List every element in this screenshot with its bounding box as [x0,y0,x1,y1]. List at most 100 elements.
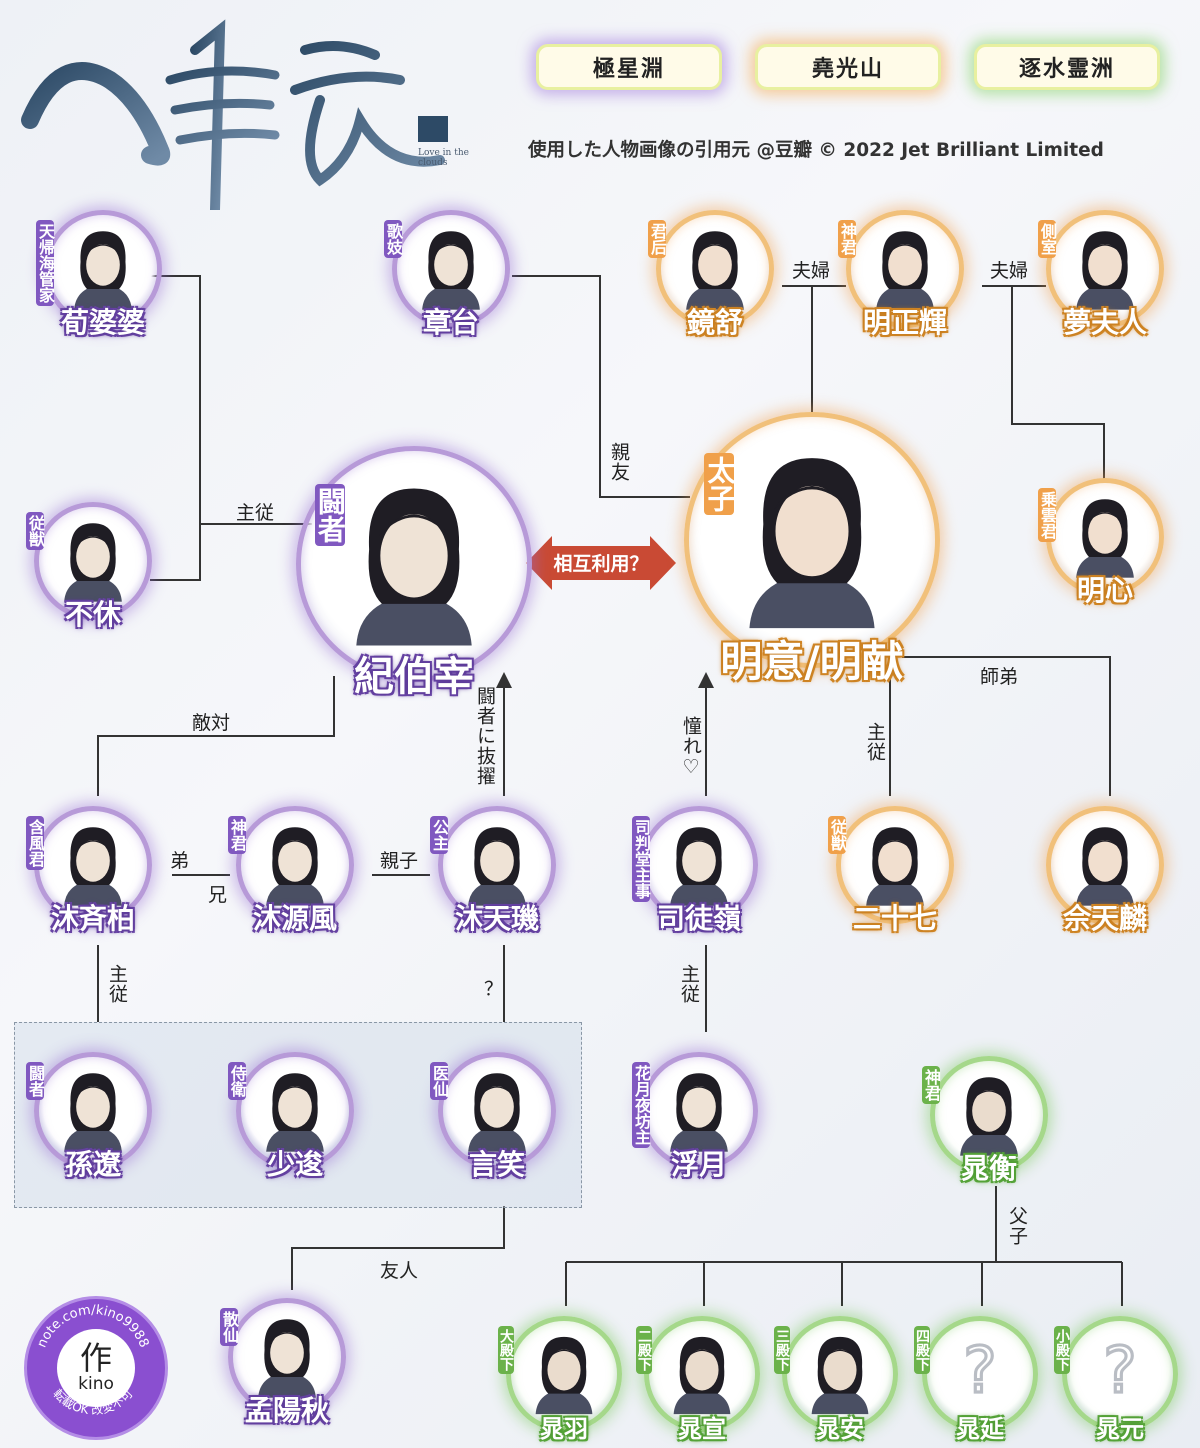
character-muqibai: 沐斉柏含風君 [26,806,152,936]
character-shaojun: 少逡侍衛 [228,1052,354,1182]
character-sunliao: 孫遼闘者 [26,1052,152,1182]
portrait-ring [846,210,964,328]
question-mark-icon: ? [962,1331,999,1408]
portrait-silhouette-icon [673,1336,731,1415]
portrait-ring [640,1052,758,1170]
character-jibozai: 紀伯宰闘者 [296,446,532,700]
character-name: 司徒嶺 [656,902,741,936]
character-title: 散仙 [220,1308,239,1346]
relation-promote: 闘者に抜擢 [474,686,496,786]
portrait-ring [782,1316,898,1432]
portrait-ring [836,806,954,924]
character-title: 医仙 [430,1062,449,1100]
character-name: 章台 [422,306,479,340]
portrait-silhouette-icon [535,1336,593,1415]
logo-subtitle: Love in the clouds [418,148,469,168]
character-title: 側室 [1038,220,1057,258]
relation-qinyou: 親友 [608,442,630,482]
portrait-silhouette-icon [1076,827,1134,906]
character-buxiu: 不休従獣 [26,502,152,632]
portrait-ring [1046,806,1164,924]
portrait-silhouette-icon [960,1077,1018,1156]
character-ershiqi: 二十七従獣 [828,806,954,936]
character-name: 晁安 [816,1415,864,1444]
portrait-silhouette-icon [258,1319,316,1398]
character-name: 晁宣 [678,1415,726,1444]
portrait-silhouette-icon [866,827,924,906]
author-stamp: note.com/kino9988 転載OK 改変不可 作 kino [24,1296,168,1440]
portrait-silhouette-icon [468,827,526,906]
character-title: 太子 [703,452,736,515]
portrait-silhouette-icon [749,458,875,629]
relation-didui: 敵対 [192,712,231,734]
character-name: 少逡 [266,1148,323,1182]
character-name: 明意/明献 [720,637,904,687]
relation-fufu1: 夫婦 [792,260,831,282]
character-name: 浮月 [670,1148,727,1182]
portrait-ring [438,1052,556,1170]
portrait-silhouette-icon [468,1073,526,1152]
relation-qinzi: 親子 [380,850,419,872]
legend-purple: 極星淵 [536,44,722,90]
character-title: 君后 [648,220,667,258]
character-title: 乗雲君 [1038,488,1057,542]
portrait-silhouette-icon [64,827,122,906]
stamp-name: kino [78,1374,114,1394]
character-xun: 荀婆婆天帰海管家 [36,210,162,340]
character-name: 夢夫人 [1062,306,1147,340]
character-name: 晁羽 [540,1415,588,1444]
portrait-silhouette-icon [266,1073,324,1152]
character-yutianlin: 佘天麟 [1046,806,1164,936]
portrait-ring [34,1052,152,1170]
character-title: 二殿下 [636,1326,652,1374]
portrait-silhouette-icon [670,827,728,906]
portrait-ring [236,806,354,924]
character-title: 闘者 [314,483,347,546]
character-fuyue: 浮月花月夜坊主 [632,1052,758,1182]
character-chaoheng: 晁衡神君 [922,1056,1048,1186]
portrait-ring: ? [1062,1316,1178,1432]
character-title: 歌妓 [384,220,403,258]
character-name: 晁衡 [960,1152,1017,1186]
portrait-ring [644,1316,760,1432]
question-mark-icon: ? [1102,1331,1139,1408]
character-name: 孟陽秋 [244,1394,329,1428]
portrait-ring: ? [922,1316,1038,1432]
relation-fuzi: 父子 [1006,1206,1028,1246]
character-name: 不休 [64,598,121,632]
portrait-silhouette-icon [64,1073,122,1152]
character-title: 闘者 [26,1062,45,1100]
portrait-ring [236,1052,354,1170]
double-arrow-icon [526,536,676,590]
svg-text:?: ? [963,1333,996,1407]
character-mingxin: 明心乗雲君 [1038,478,1164,608]
portrait-ring [684,412,940,668]
portrait-ring [34,502,152,620]
character-title: 小殿下 [1054,1326,1070,1374]
character-title: 公主 [430,816,449,854]
character-situling: 司徒嶺司判堂主事 [632,806,758,936]
relation-shidi: 師弟 [980,666,1019,688]
portrait-ring [392,210,510,328]
character-name: 沐斉柏 [50,902,135,936]
portrait-ring [1046,210,1164,328]
portrait-ring [438,806,556,924]
portrait-ring [930,1056,1048,1174]
character-name: 二十七 [852,902,937,936]
relation-admire: 憧れ♡ [680,716,702,779]
relation-shucong1: 主従 [236,502,275,524]
image-credit: 使用した人物画像の引用元 @豆瓣 © 2022 Jet Brilliant Li… [528,140,1104,161]
character-name: 晁元 [1096,1415,1144,1444]
stamp-char: 作 [79,1339,112,1377]
character-title: 司判堂主事 [632,816,651,902]
character-chaoan: 晁安三殿下 [774,1316,898,1444]
portrait-silhouette-icon [1076,499,1134,578]
character-name: 荀婆婆 [60,306,145,340]
character-name: 言笑 [468,1148,525,1182]
relation-xiong: 兄 [208,884,228,906]
relation-fufu2: 夫婦 [990,260,1029,282]
character-chaoxuan: 晁宣 二殿下 [636,1316,760,1444]
character-mengfuren: 夢夫人 側室 [1038,210,1164,340]
character-mingyi: 明意/明献 太子 [684,412,940,686]
